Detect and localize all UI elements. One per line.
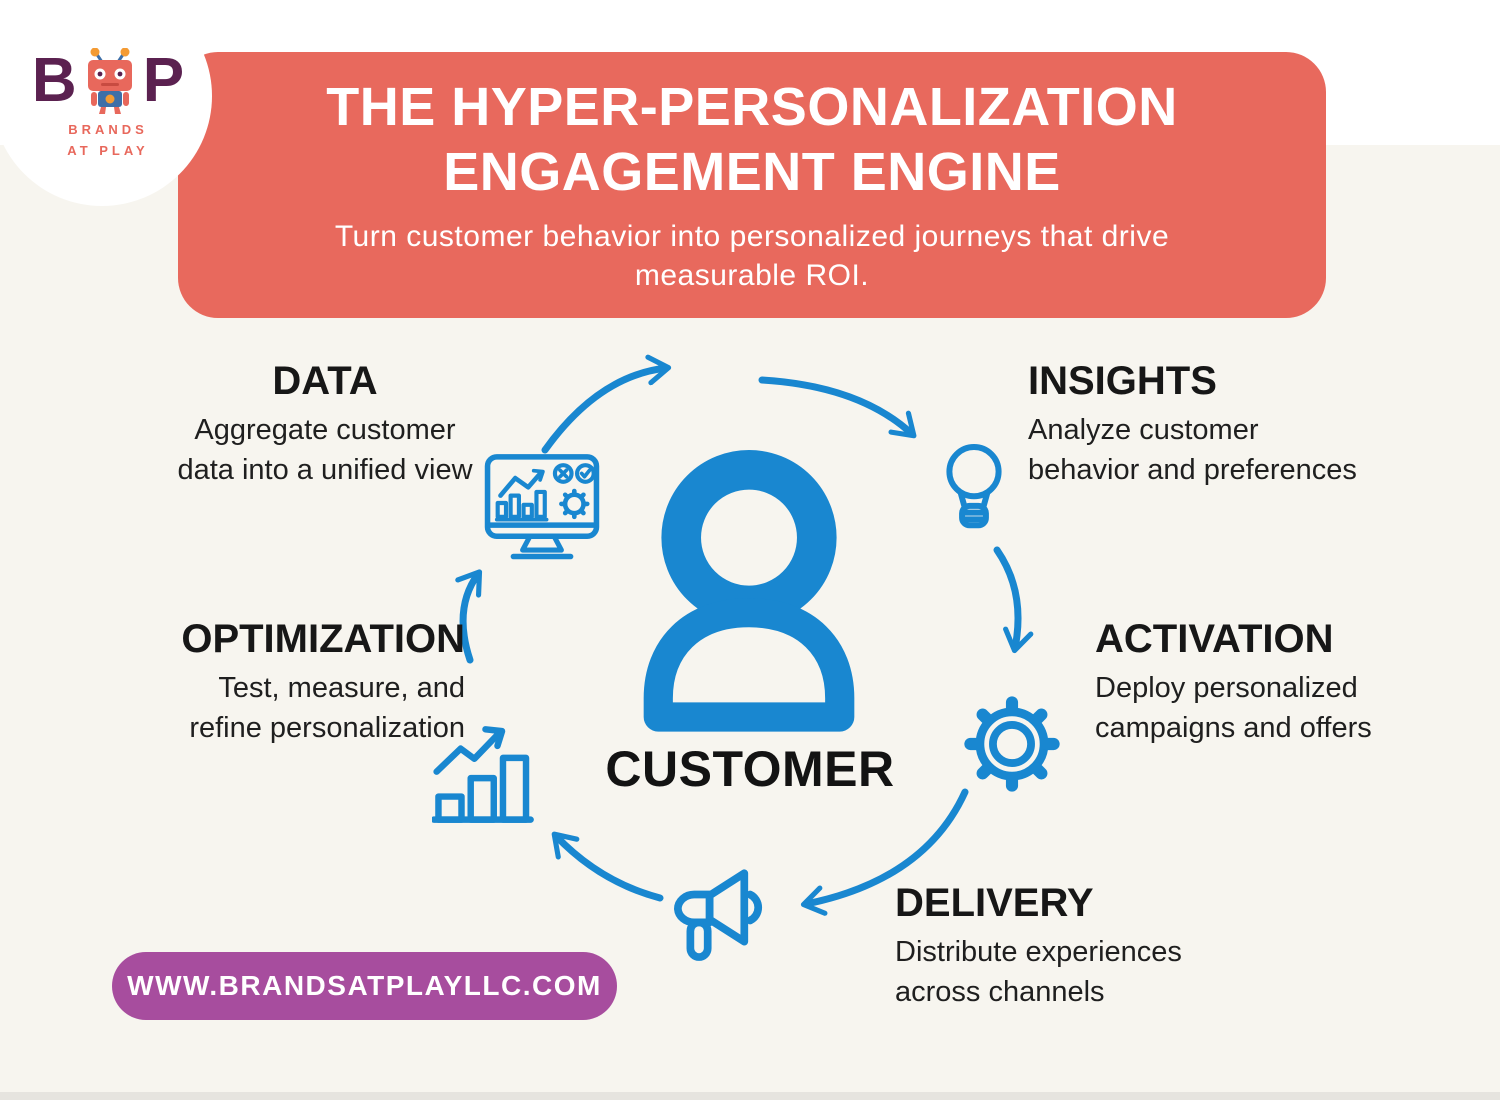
brand-logo: B P BRANDS AT PLAY	[18, 48, 198, 162]
website-pill[interactable]: WWW.BRANDSATPLAYLLC.COM	[112, 952, 617, 1020]
lightbulb-icon	[946, 444, 1002, 529]
megaphone-icon	[674, 869, 762, 961]
stage-insights: INSIGHTS Analyze customer behavior and p…	[1028, 358, 1448, 490]
stage-delivery: DELIVERY Distribute experiences across c…	[895, 880, 1295, 1012]
page-title: THE HYPER-PERSONALIZATION ENGAGEMENT ENG…	[326, 75, 1178, 205]
stage-delivery-title: DELIVERY	[895, 881, 1094, 925]
bottom-edge-strip	[0, 1092, 1500, 1100]
stage-activation: ACTIVATION Deploy personalized campaigns…	[1095, 616, 1495, 748]
stage-insights-title: INSIGHTS	[1028, 359, 1217, 403]
customer-label: CUSTOMER	[605, 741, 895, 797]
arrow-delivery-to-optimization	[551, 831, 664, 902]
stage-optimization: OPTIMIZATION Test, measure, and refine p…	[85, 616, 465, 748]
stage-activation-title: ACTIVATION	[1095, 617, 1334, 661]
arrow-optimization-to-data	[455, 569, 483, 664]
page-title-line1: THE HYPER-PERSONALIZATION	[326, 77, 1178, 138]
bar-chart-icon	[432, 726, 534, 823]
stage-optimization-description: Test, measure, and refine personalizatio…	[189, 672, 465, 745]
header-banner: THE HYPER-PERSONALIZATION ENGAGEMENT ENG…	[178, 52, 1326, 318]
logo-letter-p: P	[142, 46, 185, 115]
logo-tagline: BRANDS AT PLAY	[67, 122, 149, 158]
stage-insights-description: Analyze customer behavior and preference…	[1028, 414, 1357, 487]
arrow-insights-to-activation	[993, 546, 1034, 654]
customer-person-icon	[643, 450, 855, 732]
stage-activation-description: Deploy personalized campaigns and offers	[1095, 672, 1372, 745]
arrow-activation-to-delivery	[800, 788, 969, 916]
gear-icon	[964, 696, 1060, 792]
arrow-data-to-top	[541, 354, 672, 454]
logo-letter-b: B	[31, 46, 77, 115]
stage-delivery-description: Distribute experiences across channels	[895, 936, 1182, 1009]
stage-optimization-title: OPTIMIZATION	[181, 617, 465, 661]
arrow-top-to-insights	[758, 376, 917, 439]
monitor-analytics-icon	[484, 454, 600, 560]
stage-data-description: Aggregate customer data into a unified v…	[177, 414, 473, 487]
stage-data: DATA Aggregate customer data into a unif…	[115, 358, 535, 490]
page-title-line2: ENGAGEMENT ENGINE	[443, 142, 1061, 202]
robot-logo-icon	[87, 48, 132, 114]
stage-data-title: DATA	[272, 359, 378, 403]
page-subtitle: Turn customer behavior into personalized…	[334, 219, 1170, 292]
website-url: WWW.BRANDSATPLAYLLC.COM	[127, 970, 602, 1001]
